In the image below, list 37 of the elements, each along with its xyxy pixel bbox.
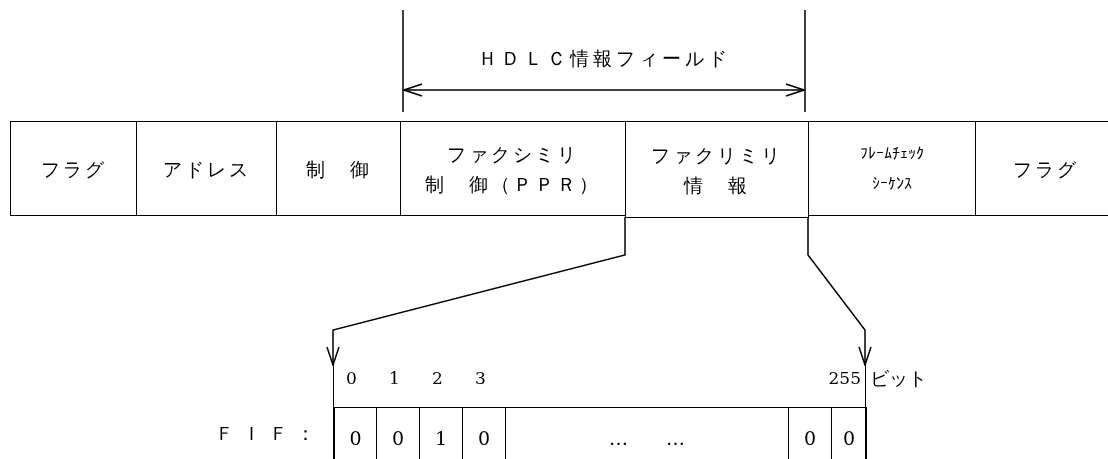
field-text: 0: [842, 425, 856, 451]
unit-label: ビット: [870, 366, 927, 390]
expansion-arrow: [807, 216, 872, 366]
field-text: フラグ: [40, 156, 107, 182]
frame-field: [625, 121, 809, 218]
bit-number: 1: [389, 367, 400, 390]
frame-field: [975, 121, 1108, 216]
dimension-label: ＨＤＬＣ情報フィールド: [477, 46, 731, 70]
field-text: 0: [349, 425, 362, 451]
field-text: 情 報: [684, 172, 750, 198]
frame-field: [276, 121, 401, 216]
expansion-arrow: [326, 216, 626, 366]
bit-cell: [831, 407, 867, 459]
field-text: … …: [609, 425, 685, 451]
field-text: 制 御: [305, 156, 372, 182]
field-text: 制 御（ＰＰＲ）: [425, 171, 601, 197]
bit-cell: [334, 407, 377, 459]
bit-field-bar: [333, 365, 866, 459]
field-text: ファクシミリ: [447, 141, 579, 167]
frame-field: [10, 121, 137, 216]
field-text: アドレス: [162, 156, 251, 182]
field-text: 0: [391, 425, 405, 451]
field-label: ＦＩＦ：: [215, 421, 323, 445]
field-text: ﾌﾚｰﾑﾁｪｯｸ: [860, 142, 924, 165]
bit-number: 3: [475, 367, 486, 390]
frame-field: [136, 121, 277, 216]
field-text: 0: [803, 425, 817, 451]
field-text: 1: [434, 425, 448, 451]
bit-number: 2: [432, 367, 443, 390]
frame-field: [400, 121, 626, 216]
field-text: ｼｰｹﾝｽ: [872, 172, 912, 195]
field-text: フラグ: [1012, 156, 1079, 182]
bit-number: 255: [828, 367, 861, 390]
bit-number: 0: [346, 367, 357, 390]
frame-field: [808, 121, 976, 216]
field-text: 0: [477, 425, 491, 451]
field-text: ファクリミリ: [651, 142, 783, 168]
